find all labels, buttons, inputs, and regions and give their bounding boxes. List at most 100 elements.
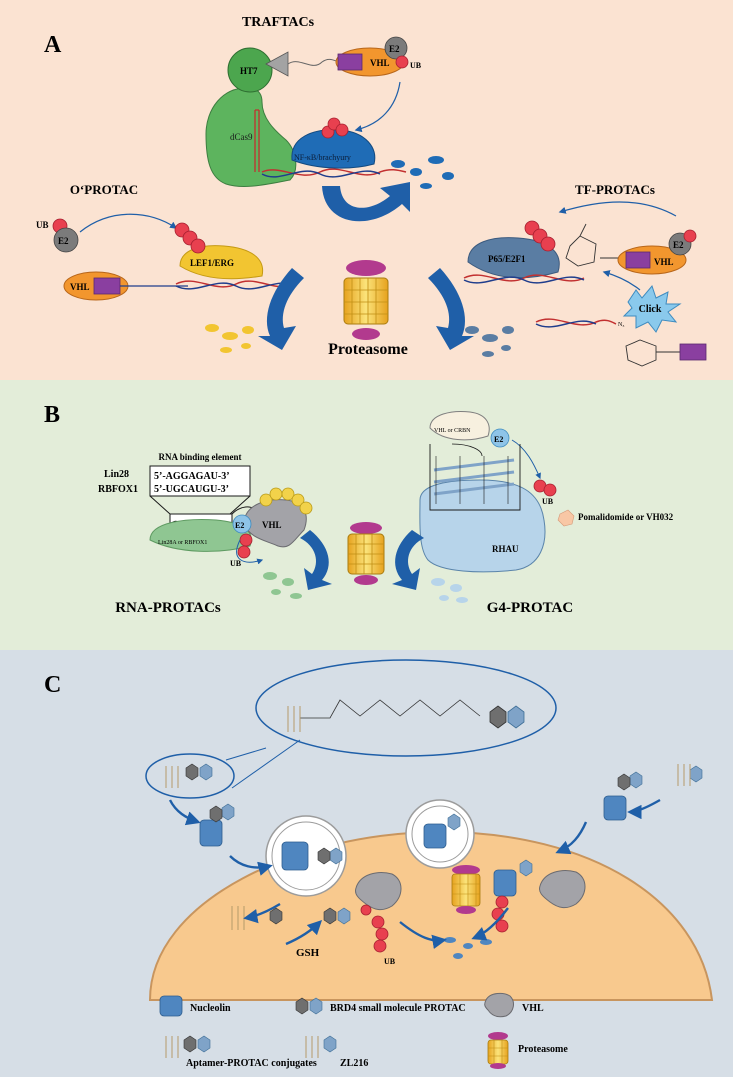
oprotac-ub-arrow bbox=[79, 213, 178, 233]
g4-backbone bbox=[435, 456, 509, 504]
lin28-label: Lin28 bbox=[104, 469, 129, 480]
oprotac-vhl-label: VHL bbox=[70, 282, 90, 292]
g-quadruplex bbox=[433, 458, 515, 496]
nfkb-protein bbox=[291, 129, 376, 169]
traftac-ub bbox=[395, 55, 409, 69]
oprotac-e2 bbox=[53, 227, 79, 253]
legend-brd4-label: BRD4 small molecule PROTAC bbox=[330, 1003, 466, 1014]
tf-ub-3 bbox=[540, 236, 556, 252]
vhl-or-crbn-protein bbox=[429, 411, 490, 441]
g4-fragments bbox=[431, 578, 468, 603]
oprotac-ligand bbox=[93, 277, 121, 295]
ub-c-label: UB bbox=[384, 957, 396, 966]
legend-zl216-icon bbox=[305, 1035, 337, 1058]
proteasome-label: Proteasome bbox=[328, 341, 408, 358]
legend-c: Nucleolin BRD4 small molecule PROTAC VHL… bbox=[159, 992, 568, 1069]
traftac-ub-label: UB bbox=[410, 61, 422, 70]
oprotac-title: O‘PROTAC bbox=[70, 182, 138, 197]
click-dna-2 bbox=[535, 320, 597, 328]
legend-brd4-gray-icon bbox=[295, 997, 309, 1015]
gsh-label: GSH bbox=[296, 947, 320, 959]
panel-b-background bbox=[0, 380, 733, 650]
legend-vhl-label: VHL bbox=[522, 1003, 544, 1014]
proteasome-a bbox=[343, 260, 389, 340]
click-dna-1 bbox=[535, 318, 617, 326]
g4-e2 bbox=[490, 428, 510, 448]
panel-c-arrows bbox=[168, 798, 661, 949]
oprotac-degradation-arrow bbox=[258, 268, 304, 350]
tfprotacs-title: TF-PROTACs bbox=[575, 182, 655, 197]
rna-ub-arrow bbox=[236, 539, 264, 565]
zoom-lines bbox=[149, 495, 251, 515]
guide-rna bbox=[254, 109, 260, 172]
tf-e2-label: E2 bbox=[673, 240, 684, 250]
azide-label: N₃ bbox=[618, 322, 624, 328]
rhau-label: RHAU bbox=[492, 544, 519, 554]
rna-fragments bbox=[263, 572, 302, 599]
legend-nucleolin-label: Nucleolin bbox=[190, 1003, 231, 1014]
proteasome-b bbox=[347, 522, 385, 585]
zoom-gray-hex bbox=[489, 705, 507, 729]
rhau-protein bbox=[419, 479, 546, 573]
rna-e2 bbox=[232, 514, 252, 534]
legend-zl216-label: ZL216 bbox=[340, 1058, 368, 1069]
cell-fragments bbox=[444, 937, 492, 959]
zoom-connectors bbox=[225, 739, 301, 789]
rna-protacs-title: RNA-PROTACs bbox=[115, 600, 221, 616]
seq-lin28: 5’-AGGAGAU-3’ bbox=[154, 471, 230, 482]
click-label: Click bbox=[639, 304, 662, 315]
g4-linker bbox=[451, 443, 483, 457]
click-burst bbox=[622, 284, 682, 333]
endosome-right-inner bbox=[411, 805, 469, 863]
nucleolin-complexes bbox=[199, 795, 627, 897]
panel-c-letter: C bbox=[44, 672, 61, 698]
traftac-vhl-ligand bbox=[337, 53, 363, 71]
tf-ub-donor bbox=[683, 229, 697, 243]
dcas9-label: dCas9 bbox=[230, 132, 253, 142]
rbfox1-label: RBFOX1 bbox=[98, 484, 138, 495]
tf-vhl-label: VHL bbox=[654, 257, 674, 267]
sequence-box bbox=[149, 465, 251, 497]
g4-frame bbox=[429, 444, 521, 511]
lef1-erg-label: LEF1/ERG bbox=[190, 258, 234, 268]
legend-aptamer-label: Aptamer-PROTAC conjugates bbox=[186, 1058, 317, 1069]
conjugate-structure bbox=[300, 699, 481, 719]
rna-ub-1 bbox=[239, 533, 253, 547]
traftac-ub-transfer-arrow bbox=[354, 81, 401, 133]
nfkb-label: NF-κB/brachyury bbox=[294, 153, 351, 162]
lin28a-rbfox1-label: Lin28A or RBFOX1 bbox=[158, 540, 207, 546]
ht7-tag bbox=[227, 47, 273, 93]
tf-fragments bbox=[465, 326, 514, 357]
aptamers-c bbox=[231, 764, 691, 930]
traftac-fragments bbox=[391, 156, 454, 189]
pomalidomide-vh032-icon bbox=[557, 509, 575, 527]
conjugate-in-ellipse bbox=[165, 763, 213, 788]
dna-strand-2 bbox=[261, 170, 381, 178]
tf-ub-arrow bbox=[558, 201, 677, 217]
oprotac-dna-2 bbox=[175, 282, 297, 290]
g4-ub-label: UB bbox=[542, 497, 554, 506]
g4-e2-label: E2 bbox=[494, 435, 503, 444]
seq-rbfox1: 5’-UGCAUGU-3’ bbox=[154, 484, 229, 495]
click-arrow bbox=[602, 270, 641, 291]
tf-vhl-ligand bbox=[625, 251, 651, 269]
panel-b-letter: B bbox=[44, 402, 60, 428]
click-vhl-ligand bbox=[679, 343, 707, 361]
tf-degradation-arrow bbox=[428, 268, 474, 350]
g4-protac-title: G4-PROTAC bbox=[487, 600, 573, 616]
legend-proteasome-icon bbox=[487, 1032, 509, 1069]
rna-binding-element-label: RNA binding element bbox=[158, 452, 241, 462]
cyclooctyne bbox=[625, 339, 657, 367]
rna-vhl-complex-dots bbox=[259, 487, 313, 515]
tf-dna-1 bbox=[463, 274, 585, 282]
proteasome-c bbox=[451, 865, 481, 914]
traftacs-title: TRAFTACs bbox=[242, 15, 315, 30]
rna-degradation-arrow bbox=[300, 530, 332, 590]
oprotac-fragments bbox=[205, 324, 254, 353]
linker-hexes-c bbox=[209, 773, 631, 925]
p65-e2f1-label: P65/E2F1 bbox=[488, 254, 526, 264]
panel-a-letter: A bbox=[44, 32, 62, 58]
traftac-e2 bbox=[384, 36, 408, 60]
vhl-or-crbn-label: VHL or CRBN bbox=[434, 428, 471, 434]
